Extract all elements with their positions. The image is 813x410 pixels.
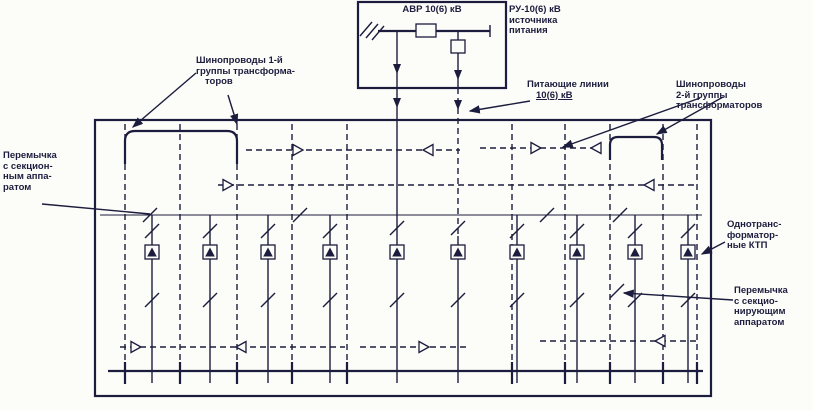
sectionalizing-switch-icon <box>609 283 625 299</box>
bottom-busways <box>108 334 703 384</box>
label-line: 10(6) кВ <box>536 89 573 101</box>
top-busways <box>218 141 697 192</box>
busway-arrow-right-icon <box>292 143 304 157</box>
label-feeding-lines: Питающие линии 10(6) кВ <box>527 79 609 101</box>
avr-breaker-icon <box>415 23 437 38</box>
transformer-icon <box>509 244 525 260</box>
avr-switch-box-icon <box>450 39 466 54</box>
label-avr-title: АВР 10(6) кВ <box>358 4 506 16</box>
label-line: торов <box>205 76 233 87</box>
label-line: РУ-10(6) кВ <box>509 4 561 15</box>
label-line: источника <box>509 14 558 26</box>
busway-arrow-left-icon <box>422 143 434 157</box>
transformer-icon <box>627 244 643 260</box>
label-line: трансформаторов <box>676 100 763 111</box>
busway-arrow-right-icon <box>130 340 142 354</box>
label-line: Перемычка <box>734 285 788 296</box>
busway-arch-group1 <box>123 129 239 164</box>
down-arrow-icon <box>393 64 401 74</box>
leader-line <box>227 94 239 126</box>
label-line: АВР 10(6) кВ <box>402 4 462 15</box>
bottom-terminal-ticks <box>123 362 699 384</box>
busway-arch-group2 <box>608 135 664 160</box>
label-line: Шинопроводы <box>676 79 746 90</box>
busway-arrow-right-icon <box>530 141 542 155</box>
leader-line <box>41 203 151 215</box>
transformer-icon <box>322 244 338 260</box>
callout-leaders <box>41 72 734 301</box>
transformer-icon <box>569 244 585 260</box>
busway-arrow-left-icon <box>235 340 247 354</box>
label-line: форматор- <box>727 229 779 241</box>
label-single-transformer-ktp: Однотранс- форматор- ные КТП <box>727 219 782 252</box>
label-line: ные КТП <box>727 240 768 251</box>
label-ru-source: РУ-10(6) кВ источника питания <box>509 4 561 37</box>
label-line: 2-й группы <box>676 89 728 101</box>
busway-arrow-left-icon <box>654 334 666 348</box>
label-line: Однотранс- <box>727 219 782 230</box>
busway-arrow-right-icon <box>418 340 430 354</box>
label-line: нирующим <box>734 306 786 317</box>
label-busways-group2: Шинопроводы 2-й группы трансформаторов <box>676 79 763 112</box>
transformer-icon <box>389 244 405 260</box>
label-line: с секцио- <box>734 295 778 307</box>
label-line: ным аппа- <box>3 171 52 182</box>
down-arrow-icon <box>393 98 401 108</box>
transformer-icon <box>680 244 696 260</box>
label-line: питания <box>509 25 548 36</box>
busway-arrow-right-icon <box>222 178 234 192</box>
leader-line <box>131 72 197 128</box>
leader-line <box>468 100 531 114</box>
down-arrow-icon <box>454 70 462 80</box>
avr-source-box <box>356 0 508 238</box>
busway-arrow-left-icon <box>590 141 602 155</box>
label-line: ратом <box>3 181 32 193</box>
transformer-icon <box>144 244 160 260</box>
label-jumper-sectional: Перемычка с секцион- ным аппа- ратом <box>3 150 57 193</box>
leader-line <box>622 289 734 301</box>
label-line: Питающие линии <box>527 79 609 90</box>
leader-line <box>655 96 724 135</box>
transformer-icon <box>202 244 218 260</box>
transformer-icon <box>260 244 276 260</box>
busway-arrow-left-icon <box>643 178 655 192</box>
substation-frame <box>93 118 713 398</box>
label-busways-group1: Шинопроводы 1-й группы трансформа- торов <box>196 55 295 88</box>
label-line: Шинопроводы 1-й <box>196 55 283 66</box>
avr-box-frame <box>356 0 508 90</box>
label-jumper-sectionalizing: Перемычка с секцио- нирующим аппаратом <box>734 285 788 328</box>
source-hatch-icon <box>359 21 385 41</box>
leader-line <box>700 241 726 255</box>
leader-line <box>561 97 701 148</box>
label-line: с секцион- <box>3 160 53 172</box>
label-line: Перемычка <box>3 150 57 161</box>
ktp-units <box>144 215 696 383</box>
down-arrow-icon <box>454 100 462 110</box>
label-line: группы трансформа- <box>196 65 295 77</box>
label-line: аппаратом <box>734 316 785 328</box>
transformer-icon <box>450 244 466 260</box>
